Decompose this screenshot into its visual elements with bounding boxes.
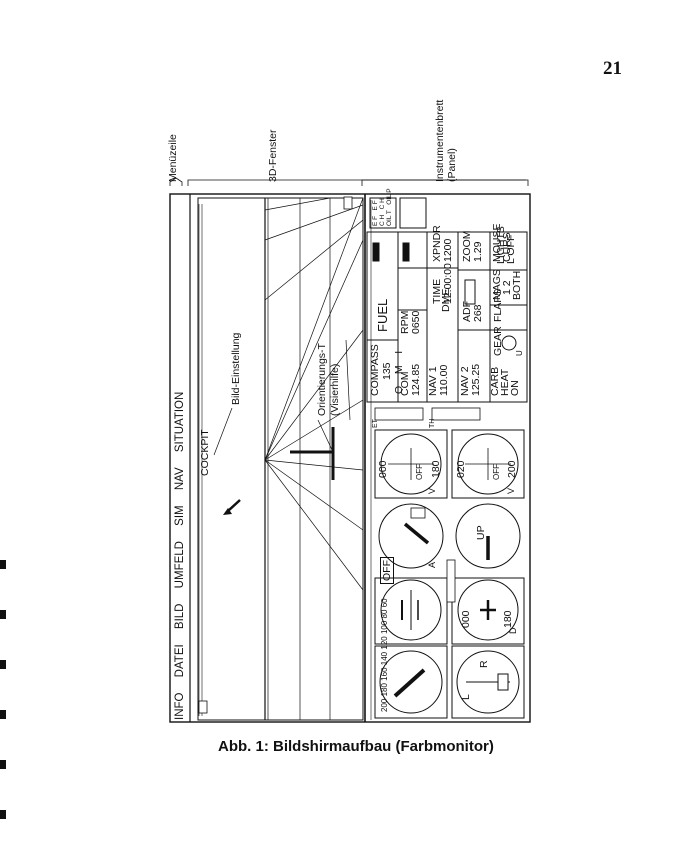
menu-info[interactable]: INFO xyxy=(174,692,186,720)
nav1-flag: OFF xyxy=(415,464,424,480)
vsi-label: UP xyxy=(475,525,487,540)
menu-sim[interactable]: SIM xyxy=(174,505,186,526)
off-flag: OFF xyxy=(380,557,394,584)
airspeed-ticks: 200 180 160 140 120 100 80 60 xyxy=(380,598,389,712)
et-label: ET xyxy=(372,419,379,428)
binder-mark xyxy=(0,660,6,669)
nav1-top: 000 xyxy=(377,460,389,478)
instrument-cluster xyxy=(370,200,525,720)
dme-label: DME xyxy=(440,288,452,312)
window-3d xyxy=(197,197,364,721)
nav2-flag: OFF xyxy=(492,464,501,480)
nav1-bottom: 180 xyxy=(430,460,442,478)
label-bild-einstellung: Bild-Einstellung xyxy=(230,332,242,405)
binder-mark xyxy=(0,610,6,619)
fuel-label: FUEL xyxy=(375,298,390,332)
menu-bar[interactable]: INFO DATEI BILD UMFELD SIM NAV SITUATION xyxy=(174,392,186,720)
menu-umfeld[interactable]: UMFELD xyxy=(174,541,186,589)
altimeter-dial xyxy=(378,503,444,569)
gear-mark: U xyxy=(515,350,524,356)
menu-bild[interactable]: BILD xyxy=(174,603,186,630)
th-label: TH xyxy=(429,418,436,428)
label-3d-fenster: 3D-Fenster xyxy=(267,129,279,182)
binder-mark xyxy=(0,560,6,569)
menu-situation[interactable]: SITUATION xyxy=(174,391,186,453)
dg-badge: D xyxy=(508,627,518,635)
panel-grid xyxy=(366,197,528,403)
label-menuzeile: Menüzeile xyxy=(167,134,179,182)
menu-datei[interactable]: DATEI xyxy=(174,644,186,678)
turn-coord-r: R xyxy=(478,660,490,668)
nav1-badge: V xyxy=(427,487,437,494)
heading-bottom: 180 xyxy=(502,610,514,628)
label-orientierung: Orientierungs-T (Visierhilfe) xyxy=(316,343,341,416)
figure-caption: Abb. 1: Bildshirmaufbau (Farbmonitor) xyxy=(218,738,494,755)
gear-label[interactable]: GEAR xyxy=(492,326,504,356)
heading-top: 000 xyxy=(460,610,472,628)
binder-mark xyxy=(0,760,6,769)
nav2-badge: V xyxy=(506,487,516,494)
fuel-gauges: E F E F C H C H OIL T OIL P xyxy=(372,188,393,226)
binder-mark xyxy=(0,810,6,819)
altimeter-badge: A xyxy=(427,561,437,568)
nav2-bottom: 200 xyxy=(506,460,518,478)
view-label: COCKPIT xyxy=(199,429,211,476)
page-number: 21 xyxy=(603,58,622,79)
turn-coord-l: L xyxy=(460,694,472,700)
binder-mark xyxy=(0,710,6,719)
menu-nav[interactable]: NAV xyxy=(174,467,186,491)
nav2-top: 020 xyxy=(455,460,467,478)
label-panel: Instrumentenbrett (Panel) xyxy=(434,99,458,182)
